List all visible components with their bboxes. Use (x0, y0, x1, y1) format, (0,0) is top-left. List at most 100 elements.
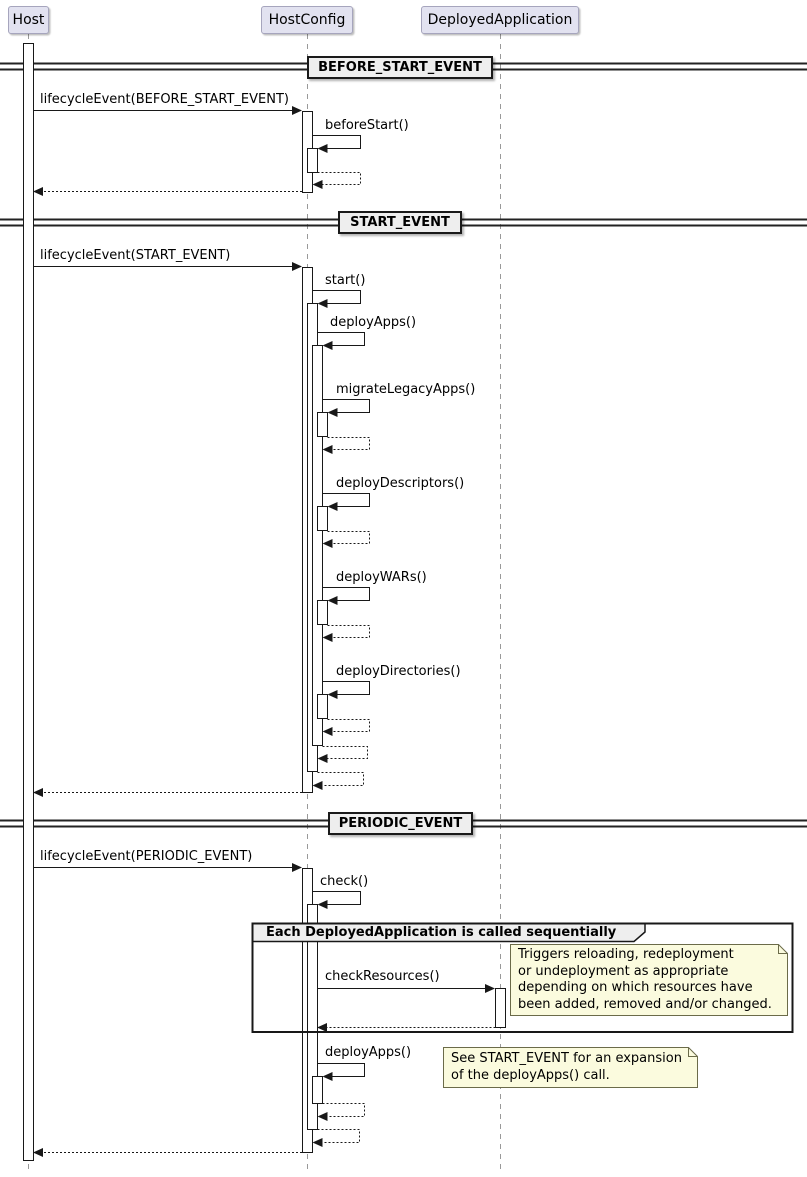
activation-bars (23, 43, 328, 1161)
self-call-migratelegacyapps (322, 399, 370, 413)
arrowhead (312, 781, 323, 790)
divider-before-start-event: BEFORE_START_EVENT (307, 56, 493, 79)
divider-label: PERIODIC_EVENT (338, 816, 463, 831)
message-label-deploydescriptors: deployDescriptors() (336, 476, 465, 491)
arrowhead (322, 539, 333, 548)
note-line: depending on which resources have (518, 980, 753, 995)
arrowhead (322, 445, 333, 454)
arrowhead (485, 984, 495, 993)
arrowhead (33, 187, 43, 196)
participant-label: Host (12, 12, 45, 28)
arrowhead (317, 900, 328, 909)
arrowhead (33, 1148, 43, 1157)
self-return-start (317, 772, 364, 786)
note-fold-icon (778, 944, 788, 954)
arrowhead (327, 408, 338, 417)
divider-label: START_EVENT (350, 215, 450, 230)
message-label-deploydirectories: deployDirectories() (336, 664, 461, 679)
divider-label: BEFORE_START_EVENT (318, 60, 482, 75)
lifelines (28, 34, 501, 1172)
self-call-deployapps-periodic (317, 1063, 365, 1077)
message-label-migratelegacyapps: migrateLegacyApps() (336, 382, 476, 397)
note-fold-icon (688, 1047, 698, 1057)
arrowhead (292, 262, 302, 271)
participant-hostconfig: HostConfig (261, 6, 353, 34)
participant-label: DeployedApplication (427, 12, 573, 28)
activation-bar-deployapps (312, 345, 323, 746)
return-arrows (43, 172, 496, 1153)
arrowhead (317, 299, 328, 308)
group-title: Each DeployedApplication is called seque… (266, 925, 617, 940)
arrowhead (317, 1023, 327, 1032)
message-label-deployapps: deployApps() (330, 315, 417, 330)
message-label-lifecycle-start: lifecycleEvent(START_EVENT) (40, 248, 231, 263)
group-frame (251, 922, 794, 1033)
participant-deployedapplication: DeployedApplication (421, 6, 579, 34)
self-call-deploydescriptors (322, 493, 370, 507)
note-triggers-shape (510, 944, 788, 1016)
arrowhead (317, 754, 328, 763)
note-see-start-event-text: See START_EVENT for an expansion of the … (451, 1051, 682, 1084)
arrowhead (312, 180, 323, 189)
self-call-check (312, 891, 361, 905)
message-label-lifecycle-periodic: lifecycleEvent(PERIODIC_EVENT) (40, 849, 253, 864)
arrowhead (322, 633, 333, 642)
participant-label: HostConfig (268, 12, 346, 28)
self-call-beforestart (312, 135, 361, 149)
self-return-migratelegacyapps (327, 437, 370, 450)
arrowhead (327, 502, 338, 511)
message-label-lifecycle-before-start: lifecycleEvent(BEFORE_START_EVENT) (40, 92, 289, 107)
self-return-deployapps (322, 746, 368, 759)
arrowhead (322, 341, 333, 350)
activation-bar-beforestart (307, 148, 318, 173)
participant-host: Host (8, 6, 49, 34)
message-label-start: start() (325, 273, 366, 288)
activation-bar-host (23, 43, 34, 1161)
divider-lines (0, 62, 807, 828)
activation-bar-deploywars (317, 600, 328, 625)
arrowhead (327, 596, 338, 605)
divider-periodic-event: PERIODIC_EVENT (328, 812, 473, 835)
self-call-deploywars (322, 587, 370, 601)
message-label-beforestart: beforeStart() (325, 118, 409, 133)
note-see-start-event-shape (443, 1047, 698, 1088)
self-call-deployapps (317, 332, 365, 346)
divider-start-event: START_EVENT (338, 211, 462, 234)
activation-bar-deployapps-periodic (312, 1076, 323, 1104)
call-arrows (33, 110, 485, 1077)
note-line: Triggers reloading, redeployment (518, 947, 734, 962)
self-call-deploydirectories (322, 681, 370, 695)
self-return-deploydirectories (327, 719, 370, 732)
arrowhead (292, 863, 302, 872)
message-label-check: check() (320, 874, 369, 889)
self-return-deploywars (327, 625, 370, 638)
arrowhead (292, 106, 302, 115)
note-line: or undeployment as appropriate (518, 963, 729, 979)
message-label-checkresources: checkResources() (325, 969, 440, 984)
activation-bar-deployedapplication (495, 988, 506, 1028)
activation-bar-deploydescriptors (317, 506, 328, 531)
arrowhead (317, 144, 328, 153)
activation-bar-check (307, 904, 318, 1130)
note-triggers-text: Triggers reloading, redeployment or unde… (518, 947, 772, 1013)
activation-bar-migratelegacyapps (317, 412, 328, 437)
self-return-deploydescriptors (327, 531, 370, 544)
arrowhead (327, 690, 338, 699)
arrowhead (33, 788, 43, 797)
group-each-deployedapplication (251, 922, 794, 1033)
arrowhead (322, 1072, 333, 1081)
message-label-deployapps-periodic: deployApps() (325, 1045, 412, 1060)
note-line: See START_EVENT for an expansion (451, 1051, 682, 1066)
note-line: been added, removed and/or changed. (518, 996, 772, 1012)
self-return-deployapps-periodic (322, 1103, 365, 1117)
activation-bar-deploydirectories (317, 694, 328, 719)
arrowhead (322, 727, 333, 736)
arrowheads (33, 106, 495, 1157)
message-label-deploywars: deployWARs() (336, 570, 427, 585)
note-line: of the deployApps() call. (451, 1067, 610, 1083)
self-return-check (317, 1129, 360, 1143)
arrowhead (317, 1112, 328, 1121)
arrowhead (312, 1138, 323, 1147)
